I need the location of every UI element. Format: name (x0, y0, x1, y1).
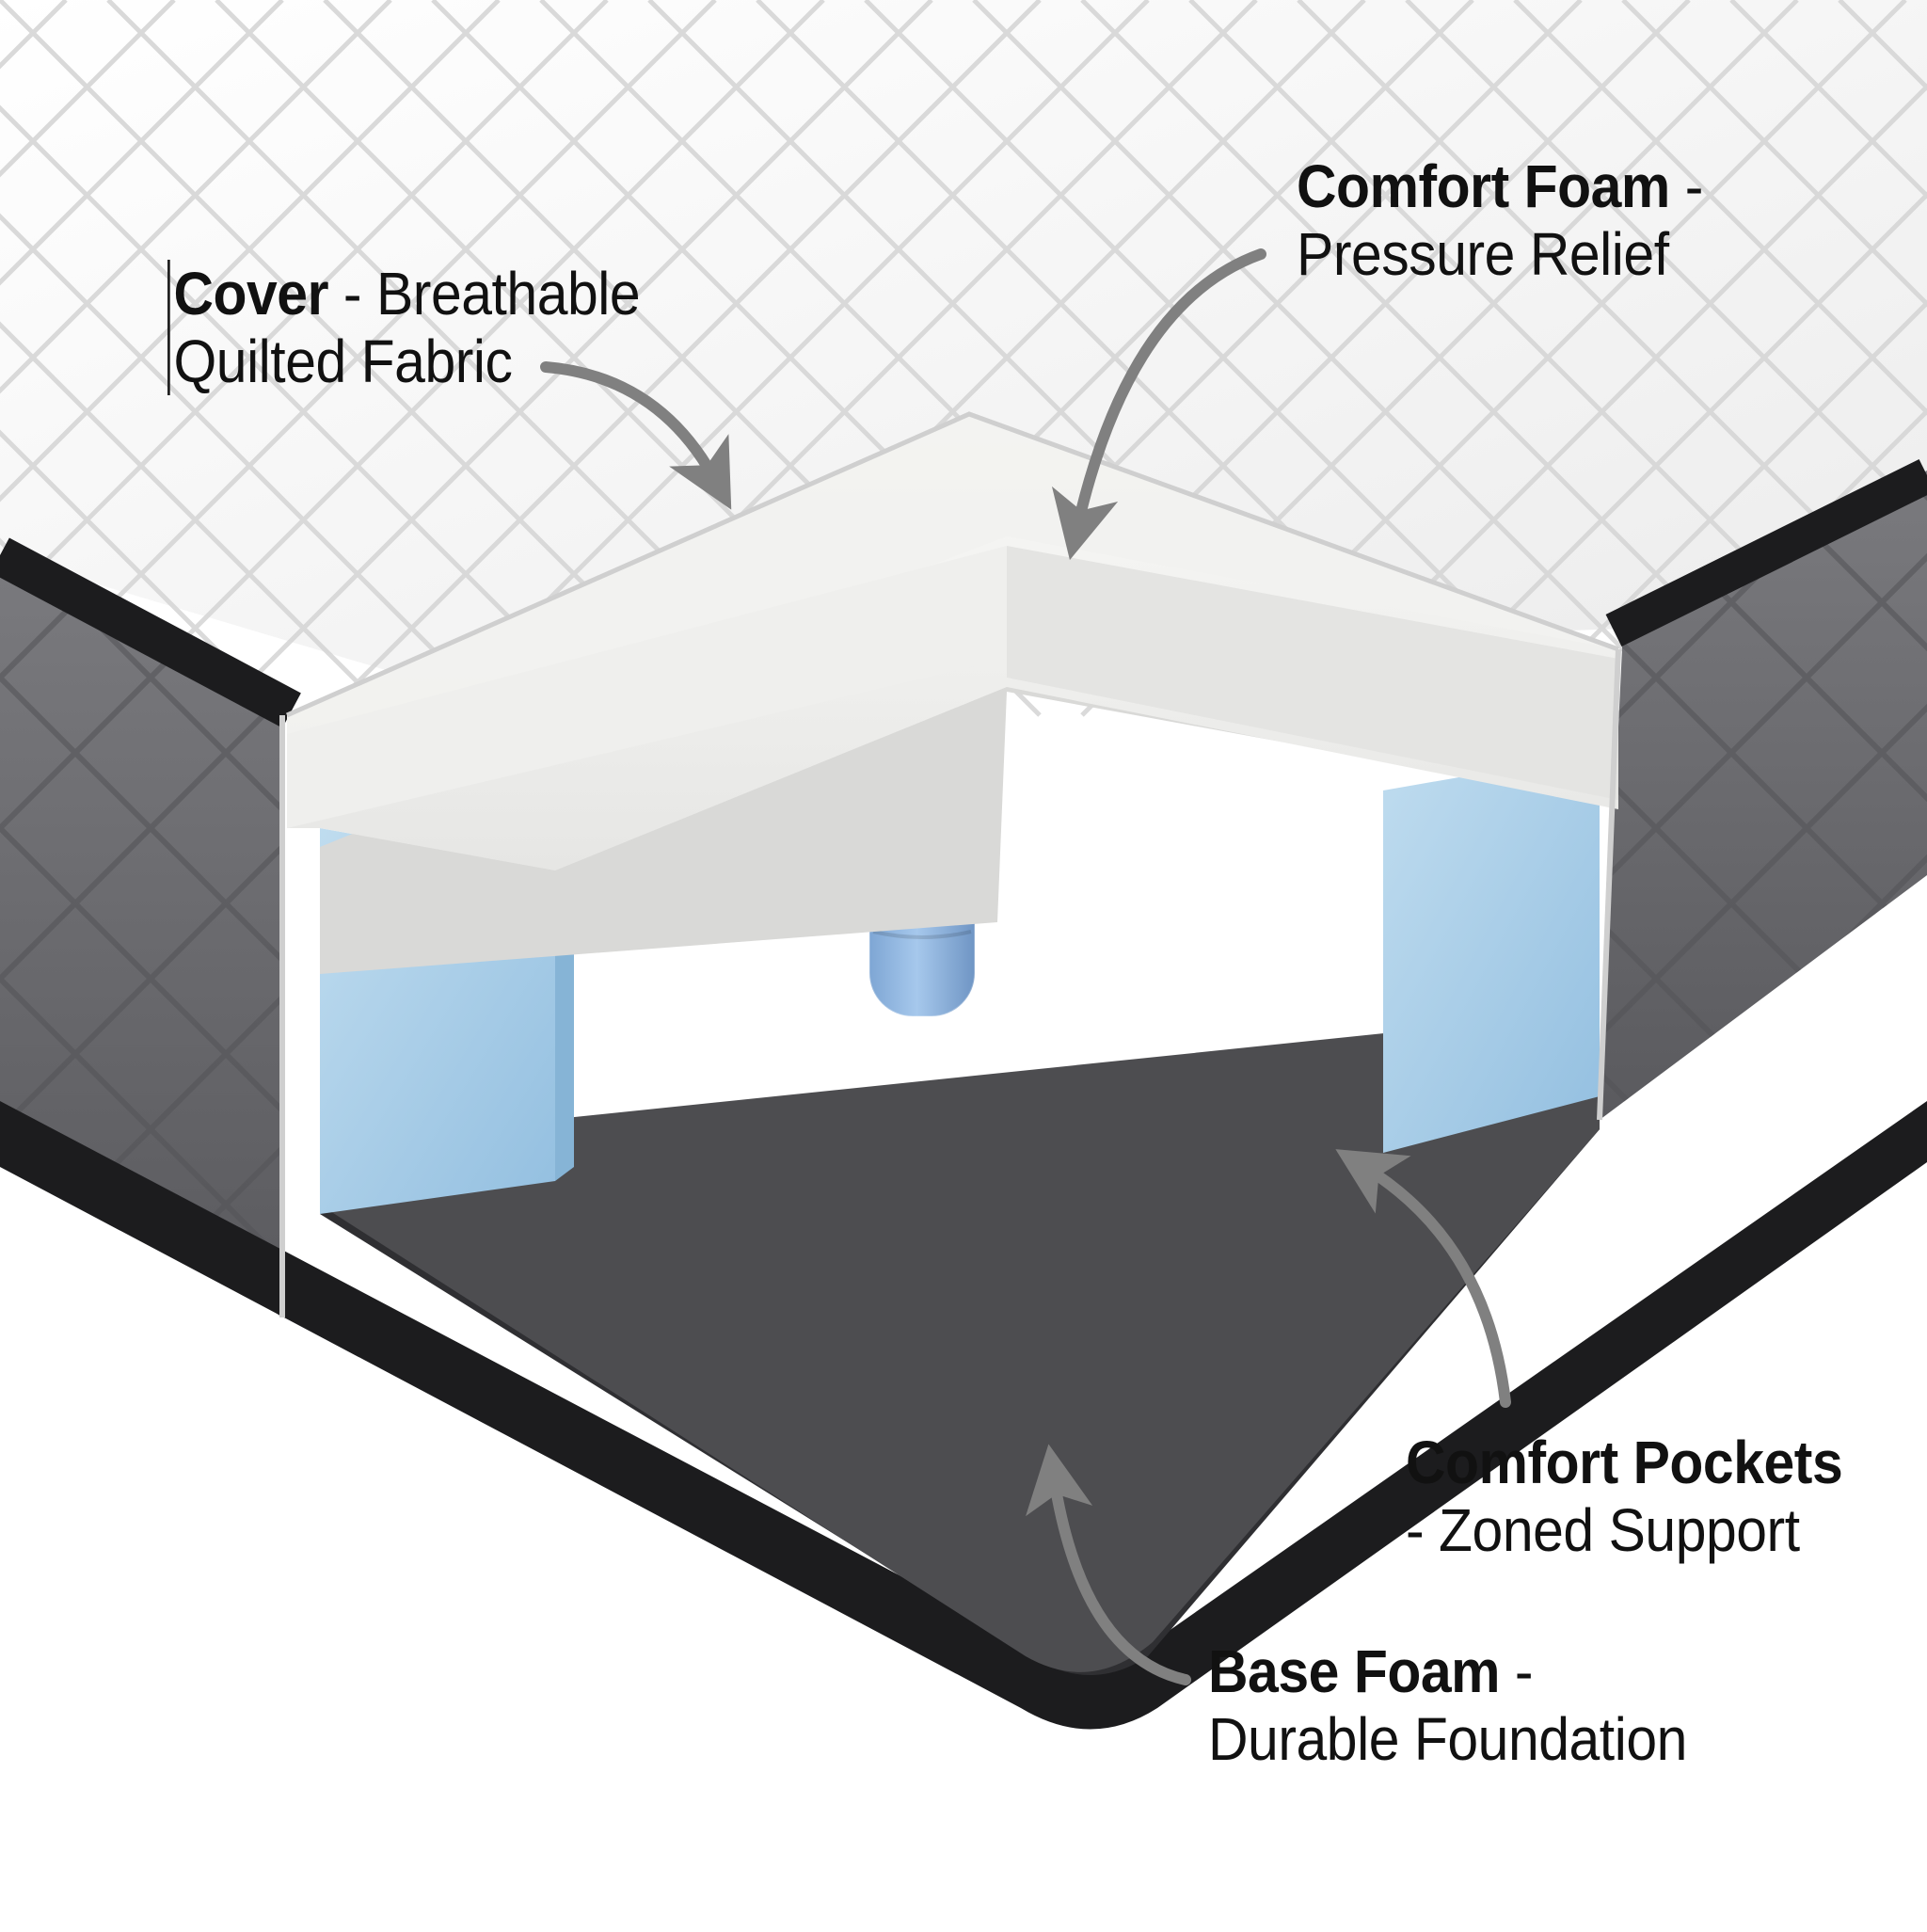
quilt-seam-line (215, 0, 933, 717)
base-foam-callout: Base Foam - Durable Foundation (1208, 1637, 1687, 1773)
top-border-tape-left (0, 537, 301, 728)
quilt-seam-line (106, 0, 825, 717)
arrow-to-base-foam (1026, 1444, 1191, 1685)
quilt-seam-line (323, 0, 1042, 717)
comfort-foam-separator: - (1669, 152, 1704, 220)
callout-arrows (540, 248, 1511, 1685)
quilt-seam-line (0, 0, 717, 717)
cover-cut-edge-right (1597, 648, 1621, 1121)
quilt-seam-line (0, 0, 392, 394)
quilt-seam-line (1621, 0, 1927, 308)
cover-separator: - (328, 260, 376, 327)
comfort-foam-top-face (287, 414, 1618, 809)
bottom-border-tape (0, 1101, 1927, 1730)
coil-ridge (872, 930, 972, 939)
top-border-tape-right (1605, 458, 1927, 647)
base-foam-term: Base Foam (1208, 1637, 1501, 1705)
comfort-pockets-description: - Zoned Support (1406, 1496, 1800, 1564)
arrow-to-cover (540, 361, 732, 510)
quilt-seam-line (1405, 191, 1927, 717)
cover-description-line-1: Breathable (375, 260, 641, 327)
comfort-foam-callout: Comfort Foam - Pressure Relief (1297, 152, 1703, 288)
arrow-to-comfort-pockets (1335, 1149, 1511, 1408)
arrow-to-comfort-foam (1051, 248, 1266, 561)
cover-term: Cover (173, 260, 329, 327)
quilt-seam-line (0, 429, 284, 717)
cover-callout: Cover - Breathable Quilted Fabric (167, 260, 641, 395)
base-foam-description: Durable Foundation (1208, 1705, 1687, 1773)
cover-description-line-2: Quilted Fabric (173, 327, 513, 395)
side-panel-left-quilting (0, 555, 282, 1317)
base-foam-layer (320, 1030, 1600, 1672)
quilt-seam-line (0, 0, 501, 503)
comfort-foam-front-face-left (287, 546, 1007, 828)
cover-top-surface (0, 0, 1927, 673)
blue-foam-rail-right (1383, 753, 1600, 1153)
quilt-seam-line (1513, 299, 1927, 717)
comfort-pockets-callout: Comfort Pockets - Zoned Support (1406, 1429, 1843, 1564)
comfort-foam-term: Comfort Foam (1297, 152, 1670, 220)
quilt-seam-line (0, 0, 176, 178)
comfort-foam-description: Pressure Relief (1297, 220, 1669, 288)
comfort-foam-front-face-right (1007, 546, 1618, 800)
side-panel-right-quilting (1600, 471, 1927, 1120)
cover-cut-edge (285, 411, 1619, 718)
quilt-seam-line (0, 0, 284, 286)
comfort-pockets-term: Comfort Pockets (1406, 1429, 1843, 1496)
quilt-seam-line (1729, 0, 1927, 200)
base-foam-separator: - (1500, 1637, 1534, 1705)
